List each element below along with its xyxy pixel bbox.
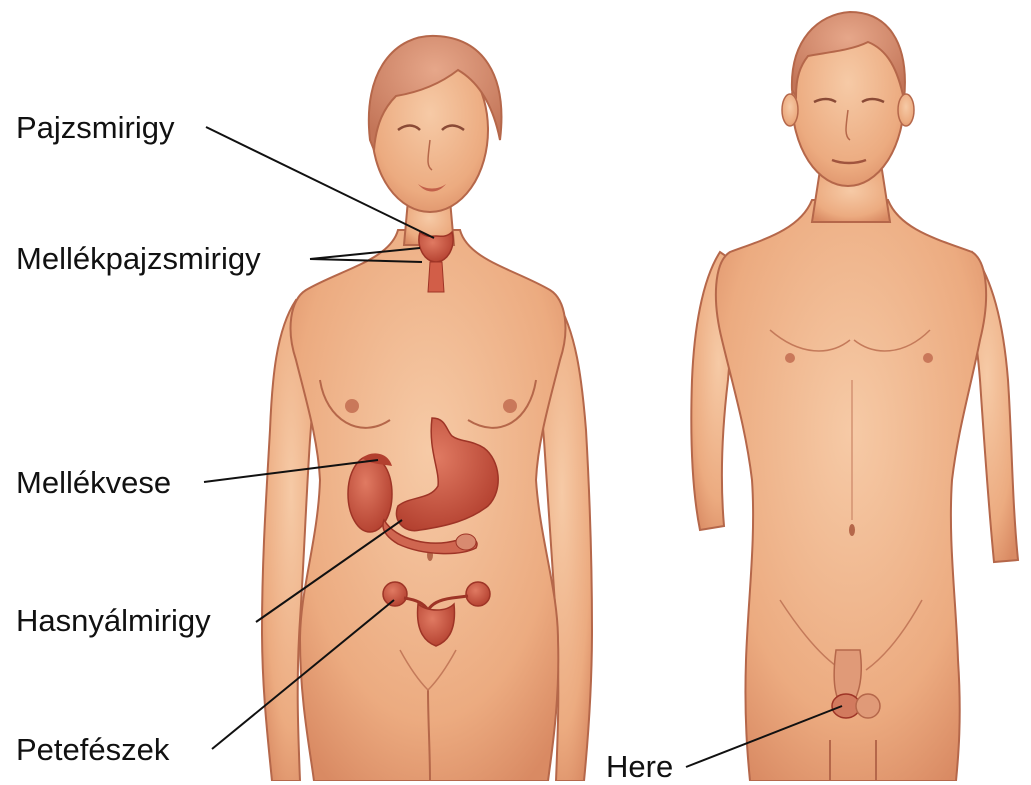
label-ovary: Petefészek (16, 732, 169, 768)
label-pancreas: Hasnyálmirigy (16, 603, 211, 639)
label-thyroid: Pajzsmirigy (16, 110, 174, 146)
female-figure (262, 36, 592, 781)
label-parathyroid: Mellékpajzsmirigy (16, 241, 261, 277)
label-testis: Here (606, 749, 673, 785)
label-adrenal: Mellékvese (16, 465, 171, 501)
male-figure (691, 12, 1018, 781)
